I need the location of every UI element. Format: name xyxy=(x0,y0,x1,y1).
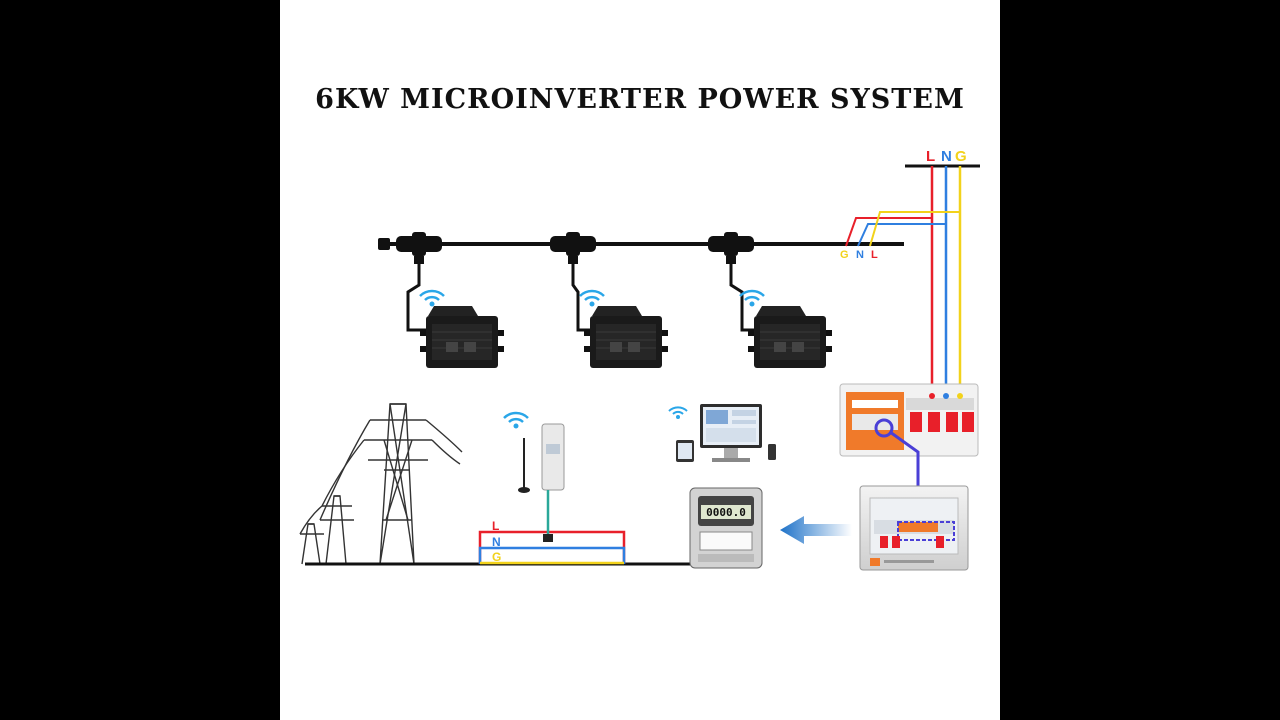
arrow-left-icon xyxy=(780,516,852,544)
microinverter-icon xyxy=(420,306,504,368)
ground-label-l: L xyxy=(492,519,499,533)
breaker-panel-icon xyxy=(839,383,979,546)
ground-distribution-lines: L N G xyxy=(305,519,690,566)
ground-label-g: G xyxy=(492,550,501,564)
wifi-icon xyxy=(503,411,529,429)
grid-label-n: N xyxy=(941,148,952,165)
microinverter-1 xyxy=(396,232,504,368)
wifi-icon xyxy=(668,406,688,419)
system-diagram: L N G G N L xyxy=(299,148,980,571)
wifi-icon xyxy=(579,289,605,307)
distribution-box-icon xyxy=(859,485,969,571)
ground-label-n: N xyxy=(492,535,501,549)
grid-label-l: L xyxy=(926,148,935,165)
bus-label-l: L xyxy=(871,249,878,261)
wifi-icon xyxy=(419,289,445,307)
wifi-icon xyxy=(739,289,765,307)
branch-connector-icon xyxy=(550,232,596,264)
diagram-canvas: 6KW MICROINVERTER POWER SYSTEM L N G xyxy=(280,0,1000,720)
meter-reading: 0000.0 xyxy=(706,506,746,519)
energy-meter-icon: 0000.0 xyxy=(689,487,763,569)
bus-label-n: N xyxy=(856,249,864,261)
transmission-tower-icon xyxy=(299,403,463,565)
grid-label-g: G xyxy=(955,148,967,165)
antenna-meter-icon xyxy=(503,411,565,542)
microinverter-icon xyxy=(748,306,832,368)
ac-bus-cable: G N L xyxy=(378,211,960,261)
microinverter-2 xyxy=(550,232,668,368)
branch-connector-icon xyxy=(396,232,442,264)
bus-label-g: G xyxy=(840,249,849,261)
microinverter-icon xyxy=(584,306,668,368)
grid-supply-lines: L N G xyxy=(905,148,980,392)
computer-monitor-icon xyxy=(668,404,776,462)
microinverter-3 xyxy=(708,232,832,368)
diagram-title: 6KW MICROINVERTER POWER SYSTEM xyxy=(315,84,965,115)
branch-connector-icon xyxy=(708,232,754,264)
